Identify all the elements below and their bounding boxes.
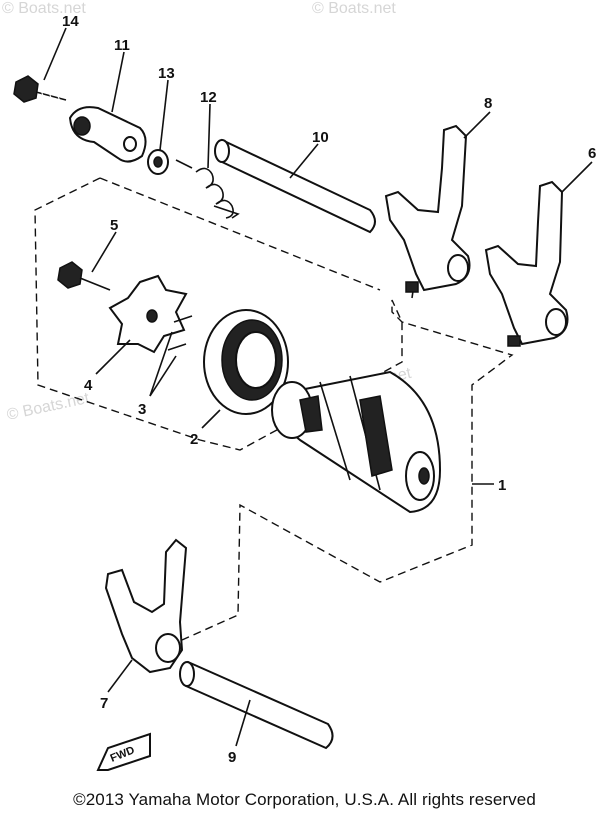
callout-9: 9 [228,749,236,766]
callout-13: 13 [158,65,175,82]
dowel-pins-part-3 [167,315,193,351]
bearing-part-2 [203,309,289,415]
watermark-left: © Boats.net [5,390,91,424]
spring-part-12 [175,159,240,219]
shift-drum-part-1 [271,370,442,514]
shaft-part-9 [179,660,334,750]
callout-10: 10 [312,129,329,146]
callout-4: 4 [84,377,93,394]
watermark-top-center: © Boats.net [312,0,396,17]
shift-fork-part-8 [384,124,471,299]
shift-fork-part-7 [104,538,188,674]
shift-drum-segment-part-4 [108,274,188,354]
leader-lines [43,27,593,747]
shift-fork-part-6 [484,180,569,347]
callout-5: 5 [110,217,118,234]
callout-6: 6 [588,145,596,162]
callout-11: 11 [114,37,130,54]
callout-1: 1 [498,477,506,494]
bolt-part-14 [13,75,67,103]
callout-14: 14 [62,13,79,30]
shift-arm-part-11 [68,106,147,163]
forward-direction-arrow: FWD [96,732,151,771]
callout-8: 8 [484,95,492,112]
bolt-part-5 [57,261,111,291]
shaft-part-10 [214,138,376,234]
watermark-top-left: © Boats.net [2,0,86,17]
callout-7: 7 [100,695,108,712]
assembly-boundary [34,177,514,641]
washer-part-13 [147,149,169,175]
assembly-boundary-top [99,177,381,291]
callout-2: 2 [190,431,198,448]
copyright-notice: ©2013 Yamaha Motor Corporation, U.S.A. A… [73,790,536,809]
callout-12: 12 [200,89,217,106]
callout-3: 3 [138,401,146,418]
